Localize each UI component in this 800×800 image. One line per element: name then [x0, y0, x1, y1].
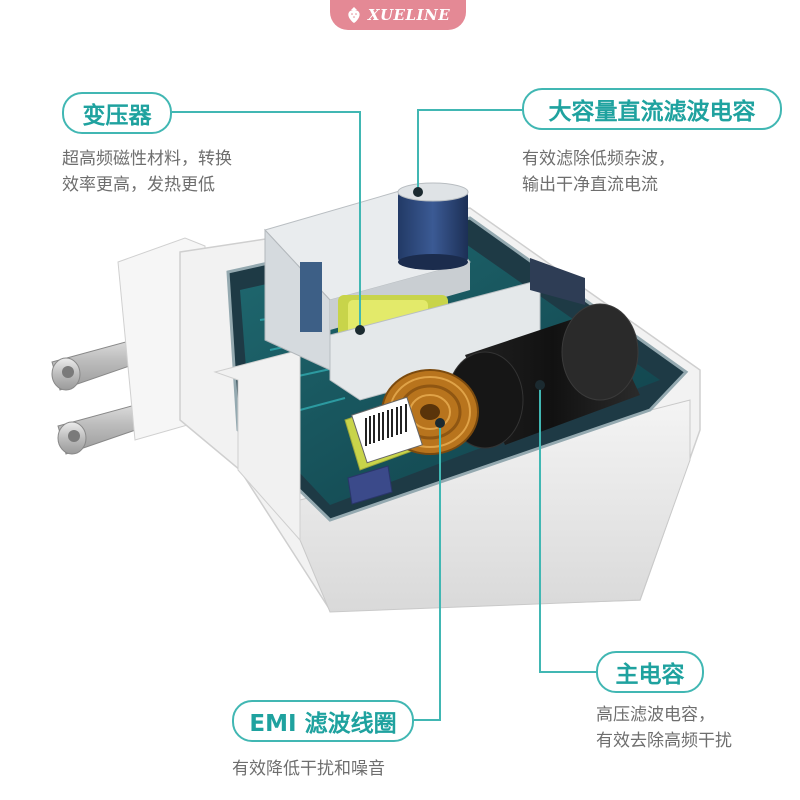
transformer-desc-line-1: 超高频磁性材料，转换	[62, 149, 232, 169]
main-capacitor-description: 高压滤波电容， 有效去除高频干扰	[596, 702, 732, 754]
main-capacitor-label: 主电容	[596, 651, 704, 693]
brand-name: XUELINE	[367, 6, 451, 24]
filter-capacitor-desc-line-1: 有效滤除低频杂波，	[522, 149, 675, 169]
emi-coil-desc-line-1: 有效降低干扰和噪音	[232, 759, 385, 779]
emi-coil-label: EMI 滤波线圈	[232, 700, 414, 742]
pcb-chip	[530, 258, 585, 305]
transformer-desc-line-2: 效率更高，发热更低	[62, 175, 215, 195]
callout-dots	[355, 187, 545, 428]
emi-coil-component	[344, 369, 479, 505]
main-capacitor-desc-line-1: 高压滤波电容，	[596, 705, 715, 725]
filter-capacitor-component	[397, 182, 469, 270]
strawberry-icon	[348, 7, 360, 23]
main-capacitor-desc-line-2: 有效去除高频干扰	[596, 731, 732, 751]
brand-badge: XUELINE	[330, 0, 466, 30]
filter-capacitor-desc-line-2: 输出干净直流电流	[522, 175, 658, 195]
transformer-label: 变压器	[62, 92, 172, 134]
filter-capacitor-description: 有效滤除低频杂波， 输出干净直流电流	[522, 146, 675, 198]
filter-capacitor-label: 大容量直流滤波电容	[522, 88, 782, 130]
transformer-description: 超高频磁性材料，转换 效率更高，发热更低	[62, 146, 232, 198]
callout-lines	[172, 109, 596, 721]
emi-coil-description: 有效降低干扰和噪音	[232, 756, 385, 782]
